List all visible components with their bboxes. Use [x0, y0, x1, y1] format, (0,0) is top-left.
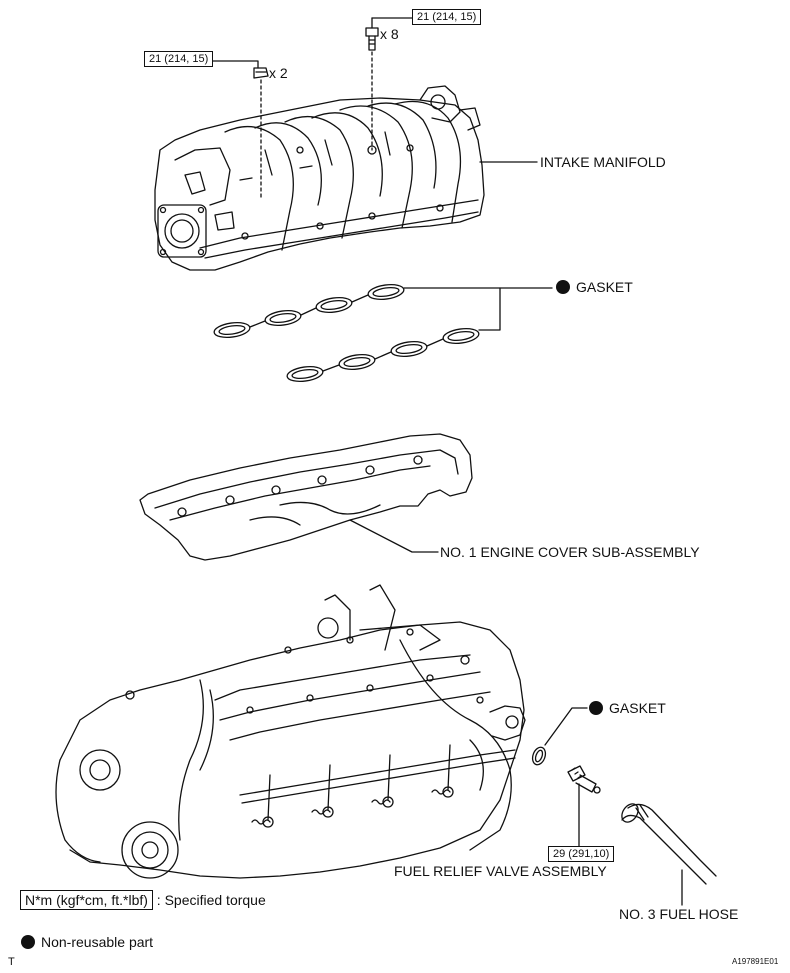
torque-value-fuel-valve: 29 (291,10) — [553, 848, 610, 860]
torque-box-nuts: 21 (214, 15) — [144, 51, 214, 67]
label-engine-cover: NO. 1 ENGINE COVER SUB-ASSEMBLY — [440, 544, 700, 560]
gasket-upper-text: GASKET — [576, 279, 633, 295]
torque-box-fuel-valve: 29 (291,10) — [548, 846, 615, 862]
fuel-hose-drawing — [621, 803, 717, 885]
nut-drawing — [253, 67, 269, 79]
engine-cover-drawing — [139, 433, 473, 561]
label-gasket-lower: GASKET — [589, 700, 666, 716]
label-intake-manifold: INTAKE MANIFOLD — [540, 154, 666, 170]
nut-quantity: x 2 — [269, 65, 288, 81]
intake-gasket-drawing — [213, 283, 480, 383]
non-reusable-dot-icon — [556, 280, 570, 294]
legend-torque-desc: : Specified torque — [156, 892, 266, 908]
figure-id: A197891E01 — [732, 957, 779, 966]
torque-box-bolts: 21 (214, 15) — [412, 9, 482, 25]
bolt-drawing — [365, 27, 379, 51]
legend-torque-box: N*m (kgf*cm, ft.*lbf) — [20, 890, 153, 910]
intake-manifold-drawing — [154, 85, 485, 271]
non-reusable-dot-icon — [589, 701, 603, 715]
legend-torque: N*m (kgf*cm, ft.*lbf) : Specified torque — [20, 890, 266, 910]
label-fuel-hose: NO. 3 FUEL HOSE — [619, 906, 739, 922]
fuel-relief-valve-drawing — [567, 765, 601, 794]
footer-left-mark: T — [8, 956, 15, 968]
engine-block-drawing — [55, 584, 526, 879]
legend-nonreusable-desc: Non-reusable part — [41, 934, 154, 950]
gasket-lower-text: GASKET — [609, 700, 666, 716]
torque-value-nuts: 21 (214, 15) — [149, 53, 209, 65]
bolt-quantity: x 8 — [380, 26, 399, 42]
fuel-gasket-ring — [531, 746, 547, 766]
legend-nonreusable: Non-reusable part — [21, 934, 153, 950]
torque-value-bolts: 21 (214, 15) — [417, 11, 477, 23]
label-gasket-upper: GASKET — [556, 279, 633, 295]
label-fuel-relief-valve: FUEL RELIEF VALVE ASSEMBLY — [394, 863, 607, 879]
non-reusable-dot-icon — [21, 935, 35, 949]
